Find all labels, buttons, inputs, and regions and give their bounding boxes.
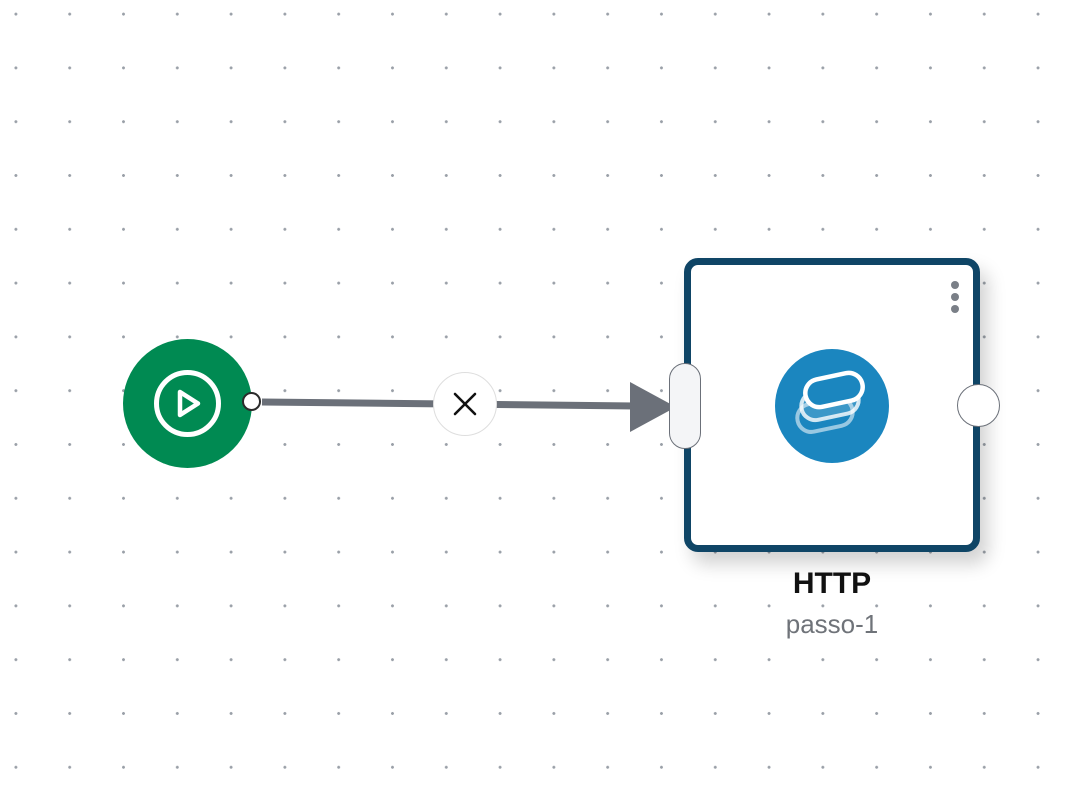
start-trigger-node[interactable] <box>123 339 252 468</box>
more-vertical-icon[interactable] <box>947 281 963 321</box>
http-step-card[interactable] <box>684 258 980 552</box>
step-input-port[interactable] <box>669 363 701 449</box>
edge-arrowhead <box>630 382 676 432</box>
step-title: HTTP <box>792 567 872 600</box>
start-node-output-port[interactable] <box>242 392 261 411</box>
step-output-port[interactable] <box>957 384 1000 427</box>
play-circle-icon <box>154 370 221 437</box>
delete-edge-button[interactable] <box>433 372 497 436</box>
close-icon <box>453 392 477 416</box>
http-stack-icon <box>775 349 889 463</box>
step-name: passo-1 <box>785 609 879 639</box>
